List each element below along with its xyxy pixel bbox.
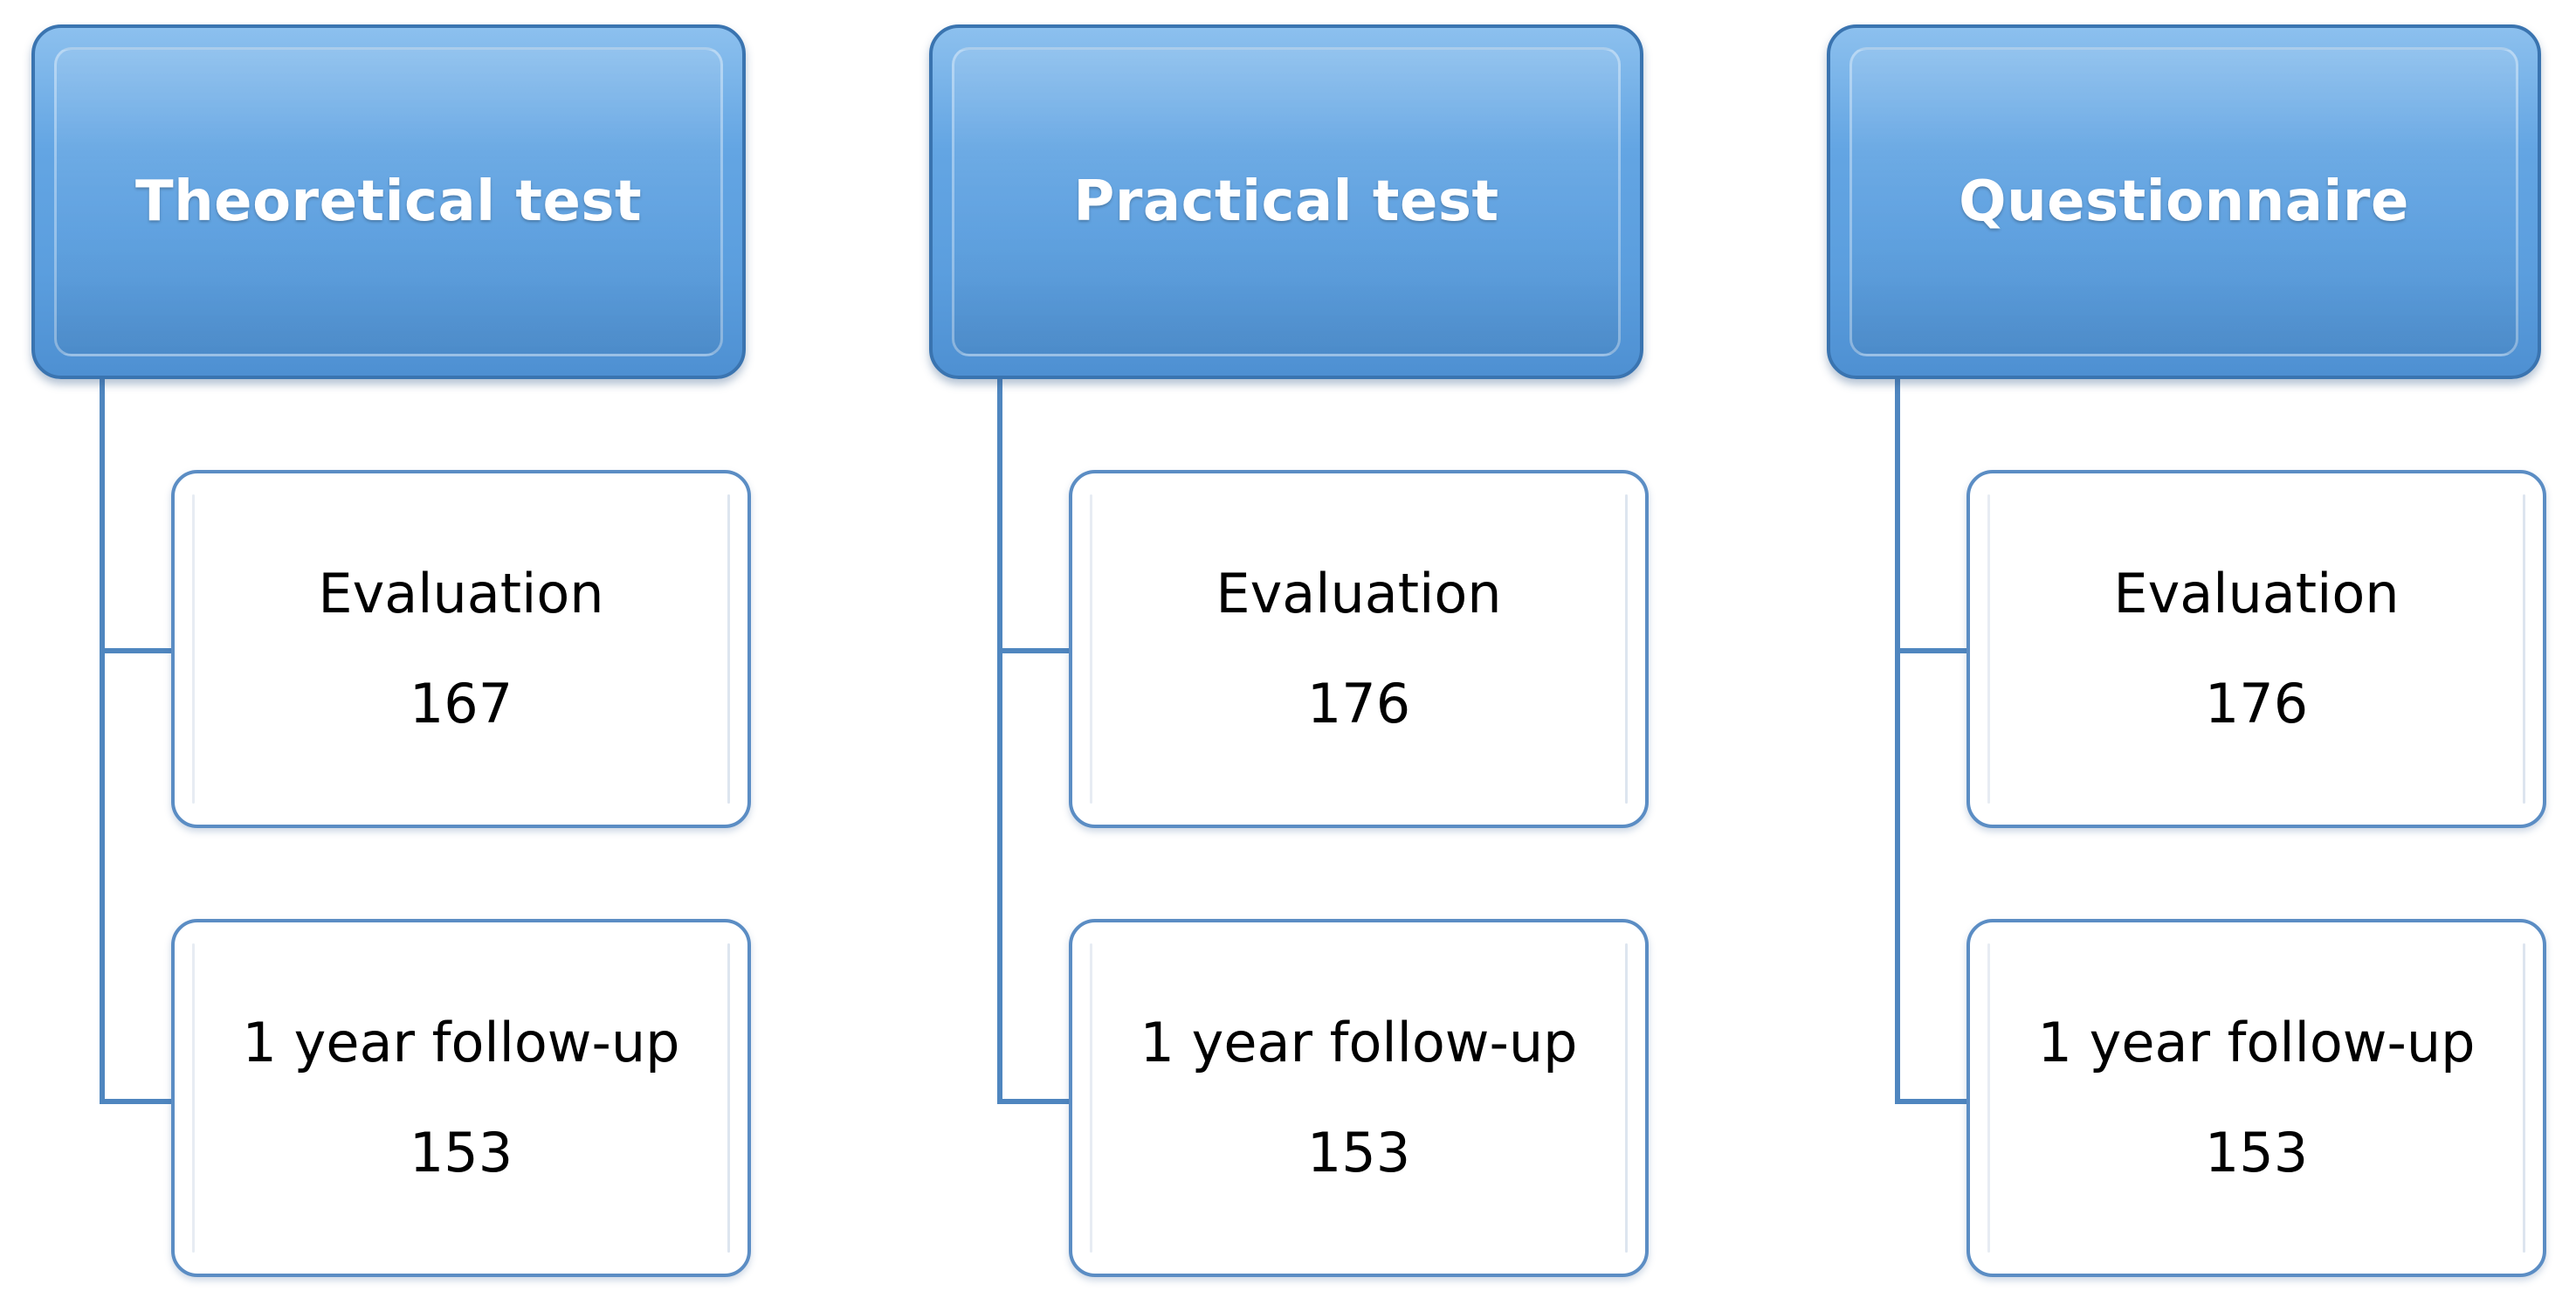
follow-up-label: 1 year follow-up <box>2037 1011 2476 1074</box>
follow-up-content: 1 year follow-up 153 <box>175 922 747 1274</box>
header-box: Practical test <box>929 24 1643 379</box>
evaluation-label: Evaluation <box>318 562 604 625</box>
header-label: Questionnaire <box>1959 169 2409 234</box>
header-box: Questionnaire <box>1827 24 2541 379</box>
follow-up-content: 1 year follow-up 153 <box>1072 922 1645 1274</box>
column-theoretical-test: Theoretical test Evaluation 167 1 year f… <box>0 0 821 1312</box>
follow-up-count: 153 <box>1306 1121 1411 1184</box>
header-label: Theoretical test <box>134 169 643 234</box>
follow-up-count: 153 <box>2204 1121 2309 1184</box>
connector-vertical <box>1895 379 1900 1104</box>
evaluation-content: Evaluation 167 <box>175 473 747 825</box>
column-practical-test: Practical test Evaluation 176 1 year fol… <box>898 0 1718 1312</box>
evaluation-box: Evaluation 176 <box>1069 470 1649 828</box>
connector-vertical <box>100 379 105 1104</box>
connector-to-follow-up <box>997 1099 1072 1104</box>
evaluation-count: 167 <box>409 672 513 735</box>
connector-to-follow-up <box>1895 1099 1970 1104</box>
evaluation-content: Evaluation 176 <box>1970 473 2543 825</box>
connector-to-evaluation <box>1895 648 1970 653</box>
follow-up-count: 153 <box>409 1121 513 1184</box>
follow-up-box: 1 year follow-up 153 <box>1069 919 1649 1277</box>
follow-up-box: 1 year follow-up 153 <box>171 919 751 1277</box>
evaluation-count: 176 <box>1306 672 1411 735</box>
evaluation-count: 176 <box>2204 672 2309 735</box>
evaluation-box: Evaluation 167 <box>171 470 751 828</box>
connector-to-evaluation <box>997 648 1072 653</box>
evaluation-content: Evaluation 176 <box>1072 473 1645 825</box>
connector-vertical <box>997 379 1002 1104</box>
header-box: Theoretical test <box>31 24 746 379</box>
evaluation-label: Evaluation <box>1216 562 1502 625</box>
follow-up-label: 1 year follow-up <box>1140 1011 1578 1074</box>
header-label: Practical test <box>1073 169 1499 234</box>
column-questionnaire: Questionnaire Evaluation 176 1 year foll… <box>1795 0 2576 1312</box>
follow-up-label: 1 year follow-up <box>242 1011 680 1074</box>
connector-to-follow-up <box>100 1099 175 1104</box>
evaluation-box: Evaluation 176 <box>1966 470 2546 828</box>
connector-to-evaluation <box>100 648 175 653</box>
evaluation-label: Evaluation <box>2113 562 2400 625</box>
follow-up-box: 1 year follow-up 153 <box>1966 919 2546 1277</box>
follow-up-content: 1 year follow-up 153 <box>1970 922 2543 1274</box>
